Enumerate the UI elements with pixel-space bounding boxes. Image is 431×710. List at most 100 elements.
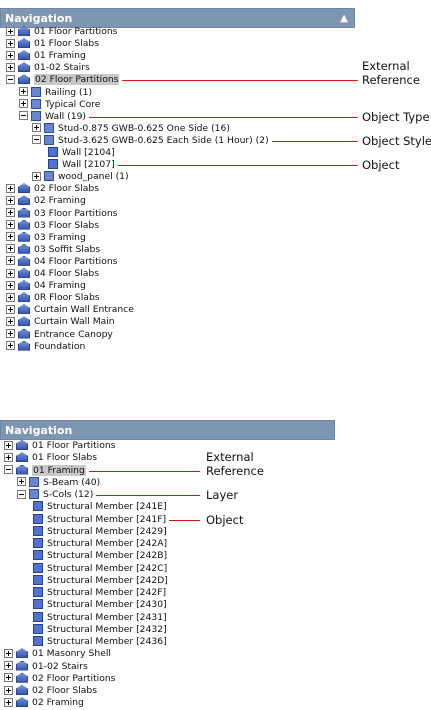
tree-item[interactable]: 01 Floor Slabs bbox=[4, 452, 97, 464]
tree-item[interactable]: 01 Floor Partitions bbox=[4, 440, 115, 452]
tree-item-label: Wall [2107] bbox=[62, 159, 115, 171]
tree-item[interactable]: Structural Member [2431] bbox=[30, 611, 167, 624]
tree-item[interactable]: 0R Floor Slabs bbox=[6, 292, 100, 304]
tree-item[interactable]: Entrance Canopy bbox=[6, 328, 113, 341]
expand-icon[interactable] bbox=[19, 99, 28, 109]
tree-item[interactable]: 01 Framing bbox=[6, 50, 86, 62]
expand-icon[interactable] bbox=[6, 244, 15, 254]
expand-icon[interactable] bbox=[32, 171, 41, 181]
expand-icon[interactable] bbox=[6, 195, 15, 205]
expand-icon[interactable] bbox=[6, 232, 15, 242]
expand-icon[interactable] bbox=[6, 183, 15, 193]
object-type-icon bbox=[31, 98, 41, 109]
expand-icon[interactable] bbox=[6, 329, 15, 338]
tree-item[interactable]: Stud-3.625 GWB-0.625 Each Side (1 Hour) … bbox=[32, 134, 269, 147]
expand-icon[interactable] bbox=[17, 477, 26, 487]
tree-item[interactable]: 01-02 Stairs bbox=[4, 660, 88, 673]
tree-item[interactable]: 02 Framing bbox=[6, 195, 86, 207]
expand-icon[interactable] bbox=[6, 341, 15, 351]
tree-item[interactable]: Wall [2107] bbox=[45, 159, 115, 171]
expand-icon[interactable] bbox=[4, 440, 13, 450]
collapse-caret-icon[interactable]: ▲ bbox=[340, 13, 348, 24]
tree-item[interactable]: 02 Floor Slabs bbox=[6, 183, 99, 195]
tree-item[interactable]: Structural Member [242F] bbox=[30, 587, 166, 599]
tree-item[interactable]: Structural Member [242B] bbox=[30, 550, 167, 562]
annotation-line bbox=[169, 520, 200, 521]
tree-item[interactable]: Structural Member [2432] bbox=[30, 623, 167, 636]
tree-item[interactable]: 01 Framing bbox=[4, 464, 86, 477]
tree-item[interactable]: Structural Member [2436] bbox=[30, 636, 167, 648]
expand-icon[interactable] bbox=[4, 661, 13, 670]
expand-icon[interactable] bbox=[4, 685, 13, 695]
expand-icon[interactable] bbox=[6, 38, 15, 48]
tree-item[interactable]: S-Cols (12) bbox=[17, 489, 93, 501]
tree-item-label: 01 Floor Partitions bbox=[32, 440, 116, 451]
annotation-label: Object Style bbox=[362, 134, 431, 148]
tree-item[interactable]: Structural Member [241F] bbox=[30, 513, 166, 526]
expand-icon[interactable] bbox=[6, 220, 15, 230]
tree-item[interactable]: 03 Floor Partitions bbox=[6, 207, 117, 220]
xref-icon bbox=[18, 328, 30, 339]
expand-icon[interactable] bbox=[4, 452, 13, 462]
expand-icon[interactable] bbox=[32, 123, 41, 133]
xref-icon bbox=[18, 195, 30, 206]
expand-icon[interactable] bbox=[6, 292, 15, 302]
tree-item[interactable]: 03 Framing bbox=[6, 231, 86, 244]
expand-icon[interactable] bbox=[4, 673, 13, 683]
tree-item[interactable]: Curtain Wall Main bbox=[6, 316, 115, 328]
expand-icon[interactable] bbox=[6, 62, 15, 72]
expand-icon[interactable] bbox=[4, 697, 13, 707]
tree-item[interactable]: 02 Framing bbox=[4, 697, 84, 709]
annotation-label: Object bbox=[206, 513, 244, 527]
collapse-icon[interactable] bbox=[6, 74, 15, 84]
tree-item[interactable]: Structural Member [241E] bbox=[30, 501, 167, 513]
object-icon bbox=[33, 513, 43, 524]
tree-item-label: 02 Framing bbox=[32, 697, 84, 709]
collapse-icon[interactable] bbox=[4, 465, 13, 474]
tree-item[interactable]: Wall [2104] bbox=[45, 147, 115, 159]
collapse-icon[interactable] bbox=[17, 489, 26, 499]
expand-icon[interactable] bbox=[6, 280, 15, 290]
object-type-icon bbox=[44, 171, 54, 182]
expand-icon[interactable] bbox=[6, 304, 15, 314]
expand-icon[interactable] bbox=[6, 316, 15, 326]
tree-item[interactable]: 01 Masonry Shell bbox=[4, 648, 111, 660]
tree-item[interactable]: Curtain Wall Entrance bbox=[6, 304, 134, 316]
expand-icon[interactable] bbox=[6, 268, 15, 278]
tree-item[interactable]: wood_panel (1) bbox=[32, 171, 129, 183]
tree-item[interactable]: Wall (19) bbox=[19, 110, 86, 123]
tree-item[interactable]: 04 Floor Slabs bbox=[6, 268, 99, 280]
expand-icon[interactable] bbox=[6, 208, 15, 217]
tree-item[interactable]: 02 Floor Partitions bbox=[6, 74, 120, 86]
tree-item-label: Stud-0.875 GWB-0.625 One Side (16) bbox=[58, 122, 230, 134]
annotation-line bbox=[96, 495, 200, 496]
collapse-icon[interactable] bbox=[32, 135, 41, 145]
tree-item[interactable]: Railing (1) bbox=[19, 86, 92, 99]
expand-icon[interactable] bbox=[6, 50, 15, 60]
tree-item[interactable]: Structural Member [242C] bbox=[30, 562, 167, 575]
xref-icon bbox=[18, 207, 30, 218]
collapse-icon[interactable] bbox=[19, 111, 28, 121]
tree-item[interactable]: 04 Floor Partitions bbox=[6, 255, 117, 268]
tree-item[interactable]: 01-02 Stairs bbox=[6, 62, 90, 74]
expand-icon[interactable] bbox=[4, 648, 13, 658]
tree-item[interactable]: Structural Member [2430] bbox=[30, 599, 167, 611]
tree-item[interactable]: Foundation bbox=[6, 340, 85, 353]
tree-item[interactable]: 03 Soffit Slabs bbox=[6, 243, 100, 256]
tree-item[interactable]: 04 Framing bbox=[6, 280, 86, 292]
tree-item[interactable]: 03 Floor Slabs bbox=[6, 219, 99, 232]
tree-item[interactable]: Stud-0.875 GWB-0.625 One Side (16) bbox=[32, 122, 230, 135]
expand-icon[interactable] bbox=[6, 256, 15, 266]
tree-item[interactable]: Structural Member [242D] bbox=[30, 574, 168, 587]
tree-item[interactable]: Typical Core bbox=[19, 98, 100, 111]
tree-item[interactable]: S-Beam (40) bbox=[17, 476, 100, 489]
tree-item[interactable]: 02 Floor Partitions bbox=[4, 672, 115, 685]
expand-icon[interactable] bbox=[6, 26, 15, 36]
tree-item-label: 01-02 Stairs bbox=[32, 660, 88, 672]
tree-item[interactable]: 01 Floor Slabs bbox=[6, 38, 99, 50]
tree-item[interactable]: Structural Member [2429] bbox=[30, 525, 167, 538]
tree-item[interactable]: 02 Floor Slabs bbox=[4, 685, 97, 697]
tree-item[interactable]: Structural Member [242A] bbox=[30, 538, 167, 550]
expand-icon[interactable] bbox=[19, 87, 28, 96]
tree-item[interactable]: 01 Floor Partitions bbox=[6, 26, 117, 38]
